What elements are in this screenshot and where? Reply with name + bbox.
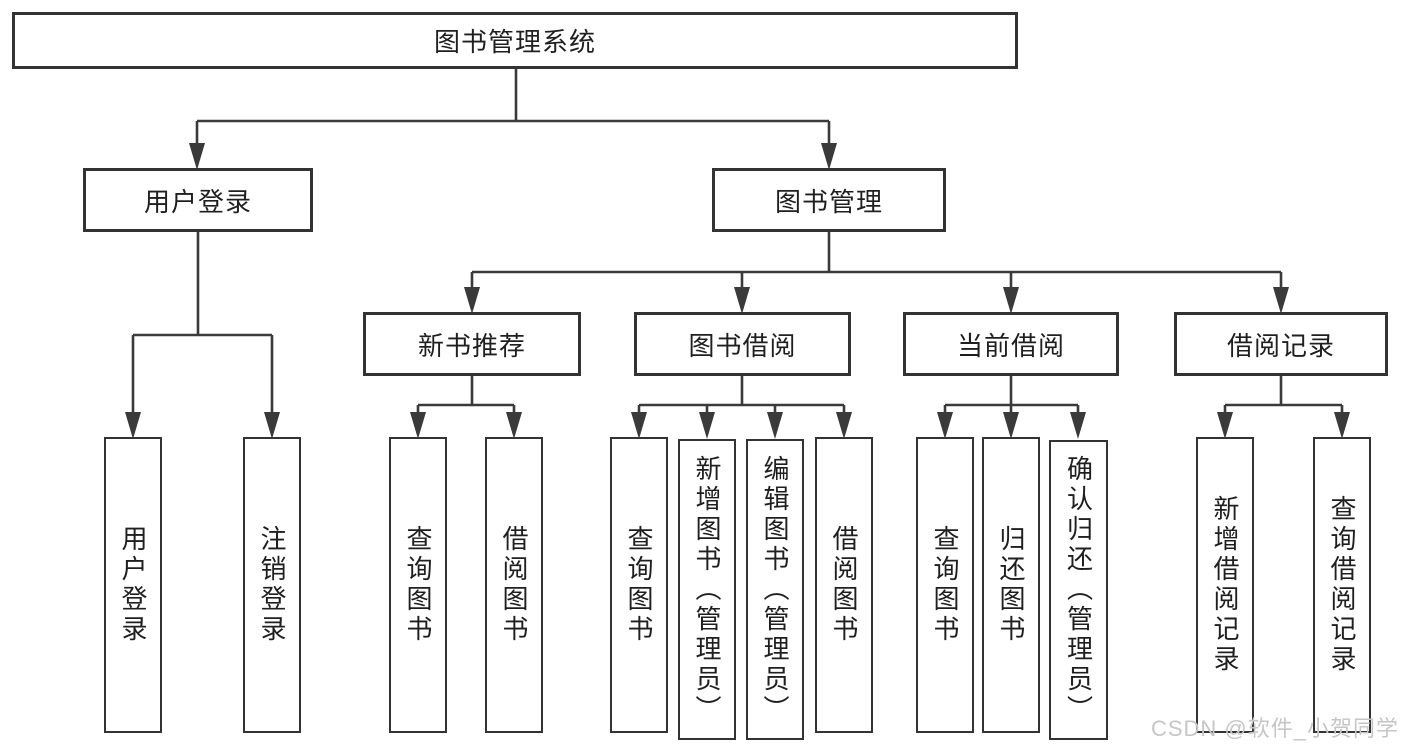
node-label: 新增图书（管理员）	[692, 454, 722, 725]
leaf-query-books-borrowing: 查询图书	[610, 437, 668, 733]
node-label: 新书推荐	[417, 330, 526, 361]
leaf-query-borrow-record: 查询借阅记录	[1313, 437, 1371, 733]
watermark-text: CSDN @软件_小贺同学	[1150, 716, 1399, 741]
connector-user-login-branch	[131, 232, 274, 418]
leaf-user-login: 用户登录	[104, 437, 162, 733]
node-current-borrowing: 当前借阅	[903, 312, 1119, 376]
node-borrowing-records: 借阅记录	[1174, 312, 1388, 376]
leaf-confirm-return-admin: 确认归还（管理员）	[1049, 440, 1108, 740]
node-book-borrowing: 图书借阅	[634, 312, 851, 376]
connector-root-to-level2	[195, 69, 831, 150]
leaf-logout: 注销登录	[243, 437, 301, 733]
node-label: 确认归还（管理员）	[1063, 455, 1094, 725]
node-label: 新增借阅记录	[1210, 495, 1240, 675]
node-label: 归还图书	[996, 525, 1026, 645]
node-label: 用户登录	[143, 186, 252, 217]
connector-book-borrowing-branch	[637, 376, 846, 418]
node-label: 借阅图书	[829, 525, 859, 645]
node-label: 查询图书	[930, 525, 960, 645]
leaf-add-book-admin: 新增图书（管理员）	[678, 439, 736, 740]
node-label: 借阅记录	[1226, 330, 1335, 361]
connector-borrowing-records-branch	[1223, 376, 1344, 418]
node-label: 图书管理	[774, 186, 883, 217]
leaf-borrow-books-recommend: 借阅图书	[485, 437, 543, 733]
connector-new-book-recommend-branch	[416, 376, 516, 418]
node-label: 用户登录	[118, 525, 148, 645]
node-label: 图书借阅	[688, 330, 797, 361]
connector-current-borrowing-branch	[943, 376, 1080, 418]
node-new-book-recommend: 新书推荐	[363, 312, 581, 376]
node-label: 图书管理系统	[433, 27, 596, 57]
node-user-login: 用户登录	[83, 168, 313, 232]
leaf-add-borrow-record: 新增借阅记录	[1196, 437, 1254, 733]
node-label: 注销登录	[257, 525, 287, 645]
node-label: 查询借阅记录	[1327, 495, 1357, 675]
arrowheads	[125, 143, 1350, 439]
leaf-edit-book-admin: 编辑图书（管理员）	[746, 439, 804, 740]
leaf-borrow-books-borrowing: 借阅图书	[815, 437, 873, 733]
node-label: 编辑图书（管理员）	[760, 454, 790, 725]
node-label: 查询图书	[403, 525, 433, 645]
leaf-query-books-recommend: 查询图书	[389, 437, 447, 733]
leaf-query-books-current: 查询图书	[916, 437, 974, 733]
connector-book-management-branch	[470, 232, 1283, 292]
node-label: 查询图书	[624, 525, 654, 645]
node-label: 借阅图书	[499, 525, 529, 645]
node-book-management: 图书管理	[712, 168, 946, 232]
node-label: 当前借阅	[956, 330, 1065, 361]
leaf-return-books: 归还图书	[982, 437, 1040, 733]
node-library-management-system: 图书管理系统	[12, 12, 1018, 69]
